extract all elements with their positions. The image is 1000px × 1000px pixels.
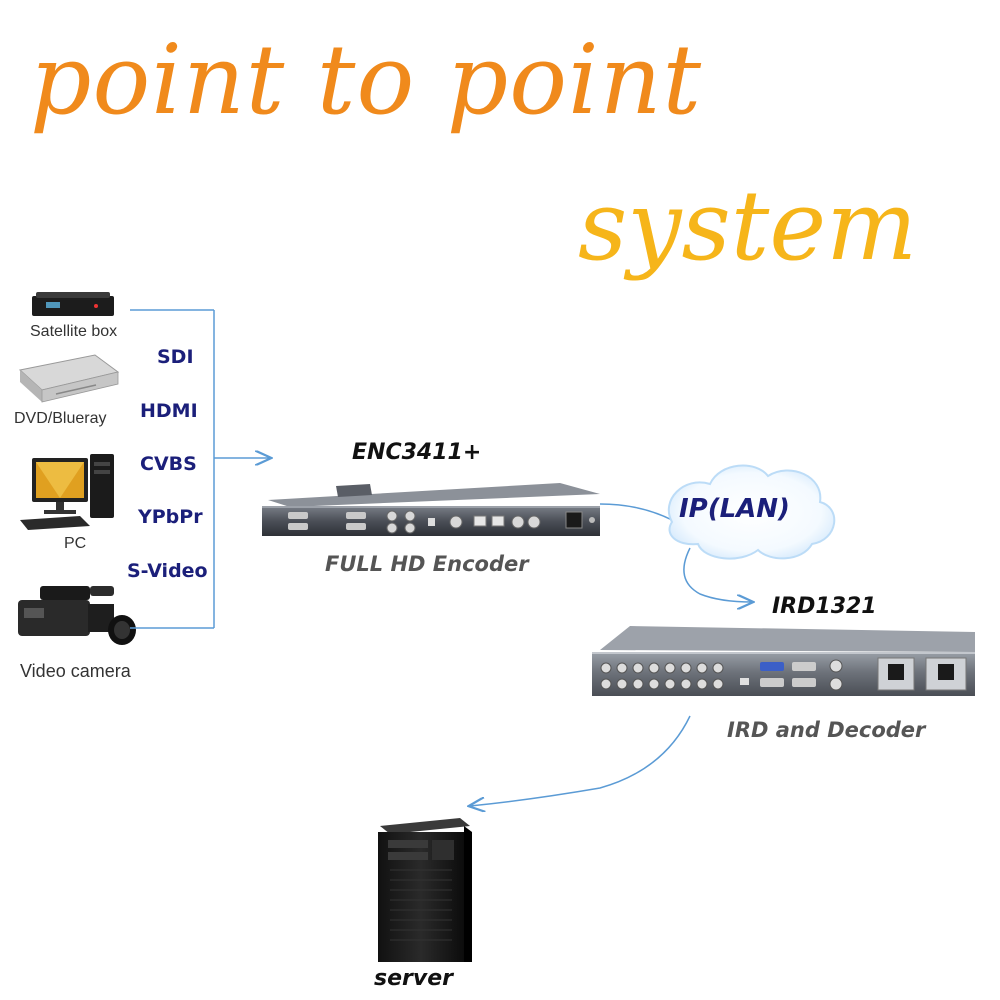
network-to-decoder-arrow [683, 547, 752, 602]
signal-ypbpr: YPbPr [138, 506, 203, 528]
encoder-to-network-line [599, 503, 673, 521]
dvd-player-icon [18, 354, 120, 403]
decoder-to-server-arrow [470, 715, 691, 806]
signal-s-video: S-Video [127, 560, 208, 582]
pc-icon [20, 454, 114, 530]
satellite-box-icon [32, 292, 114, 316]
signal-sdi: SDI [157, 346, 194, 368]
title-line-2: system [578, 170, 918, 282]
pc-label: PC [64, 535, 87, 552]
decoder-model-label: IRD1321 [772, 594, 877, 619]
signal-hdmi: HDMI [140, 400, 198, 422]
video-camera-icon [18, 586, 136, 645]
server-tower-icon [378, 818, 472, 962]
server-label: server [374, 966, 453, 991]
decoder-caption: IRD and Decoder [727, 718, 926, 742]
encoder-model-label: ENC3411+ [352, 440, 482, 465]
decoder-device [592, 626, 975, 696]
title-line-1: point to point [30, 24, 703, 136]
network-cloud-icon [667, 464, 836, 560]
encoder-caption: FULL HD Encoder [325, 552, 529, 576]
satellite-box-label: Satellite box [30, 323, 118, 340]
signal-cvbs: CVBS [140, 453, 197, 475]
dvd-label: DVD/Blueray [14, 410, 107, 427]
network-label: IP(LAN) [679, 494, 790, 524]
source-bracket [130, 309, 215, 629]
video-camera-label: Video camera [20, 661, 131, 681]
encoder-device [262, 483, 600, 536]
